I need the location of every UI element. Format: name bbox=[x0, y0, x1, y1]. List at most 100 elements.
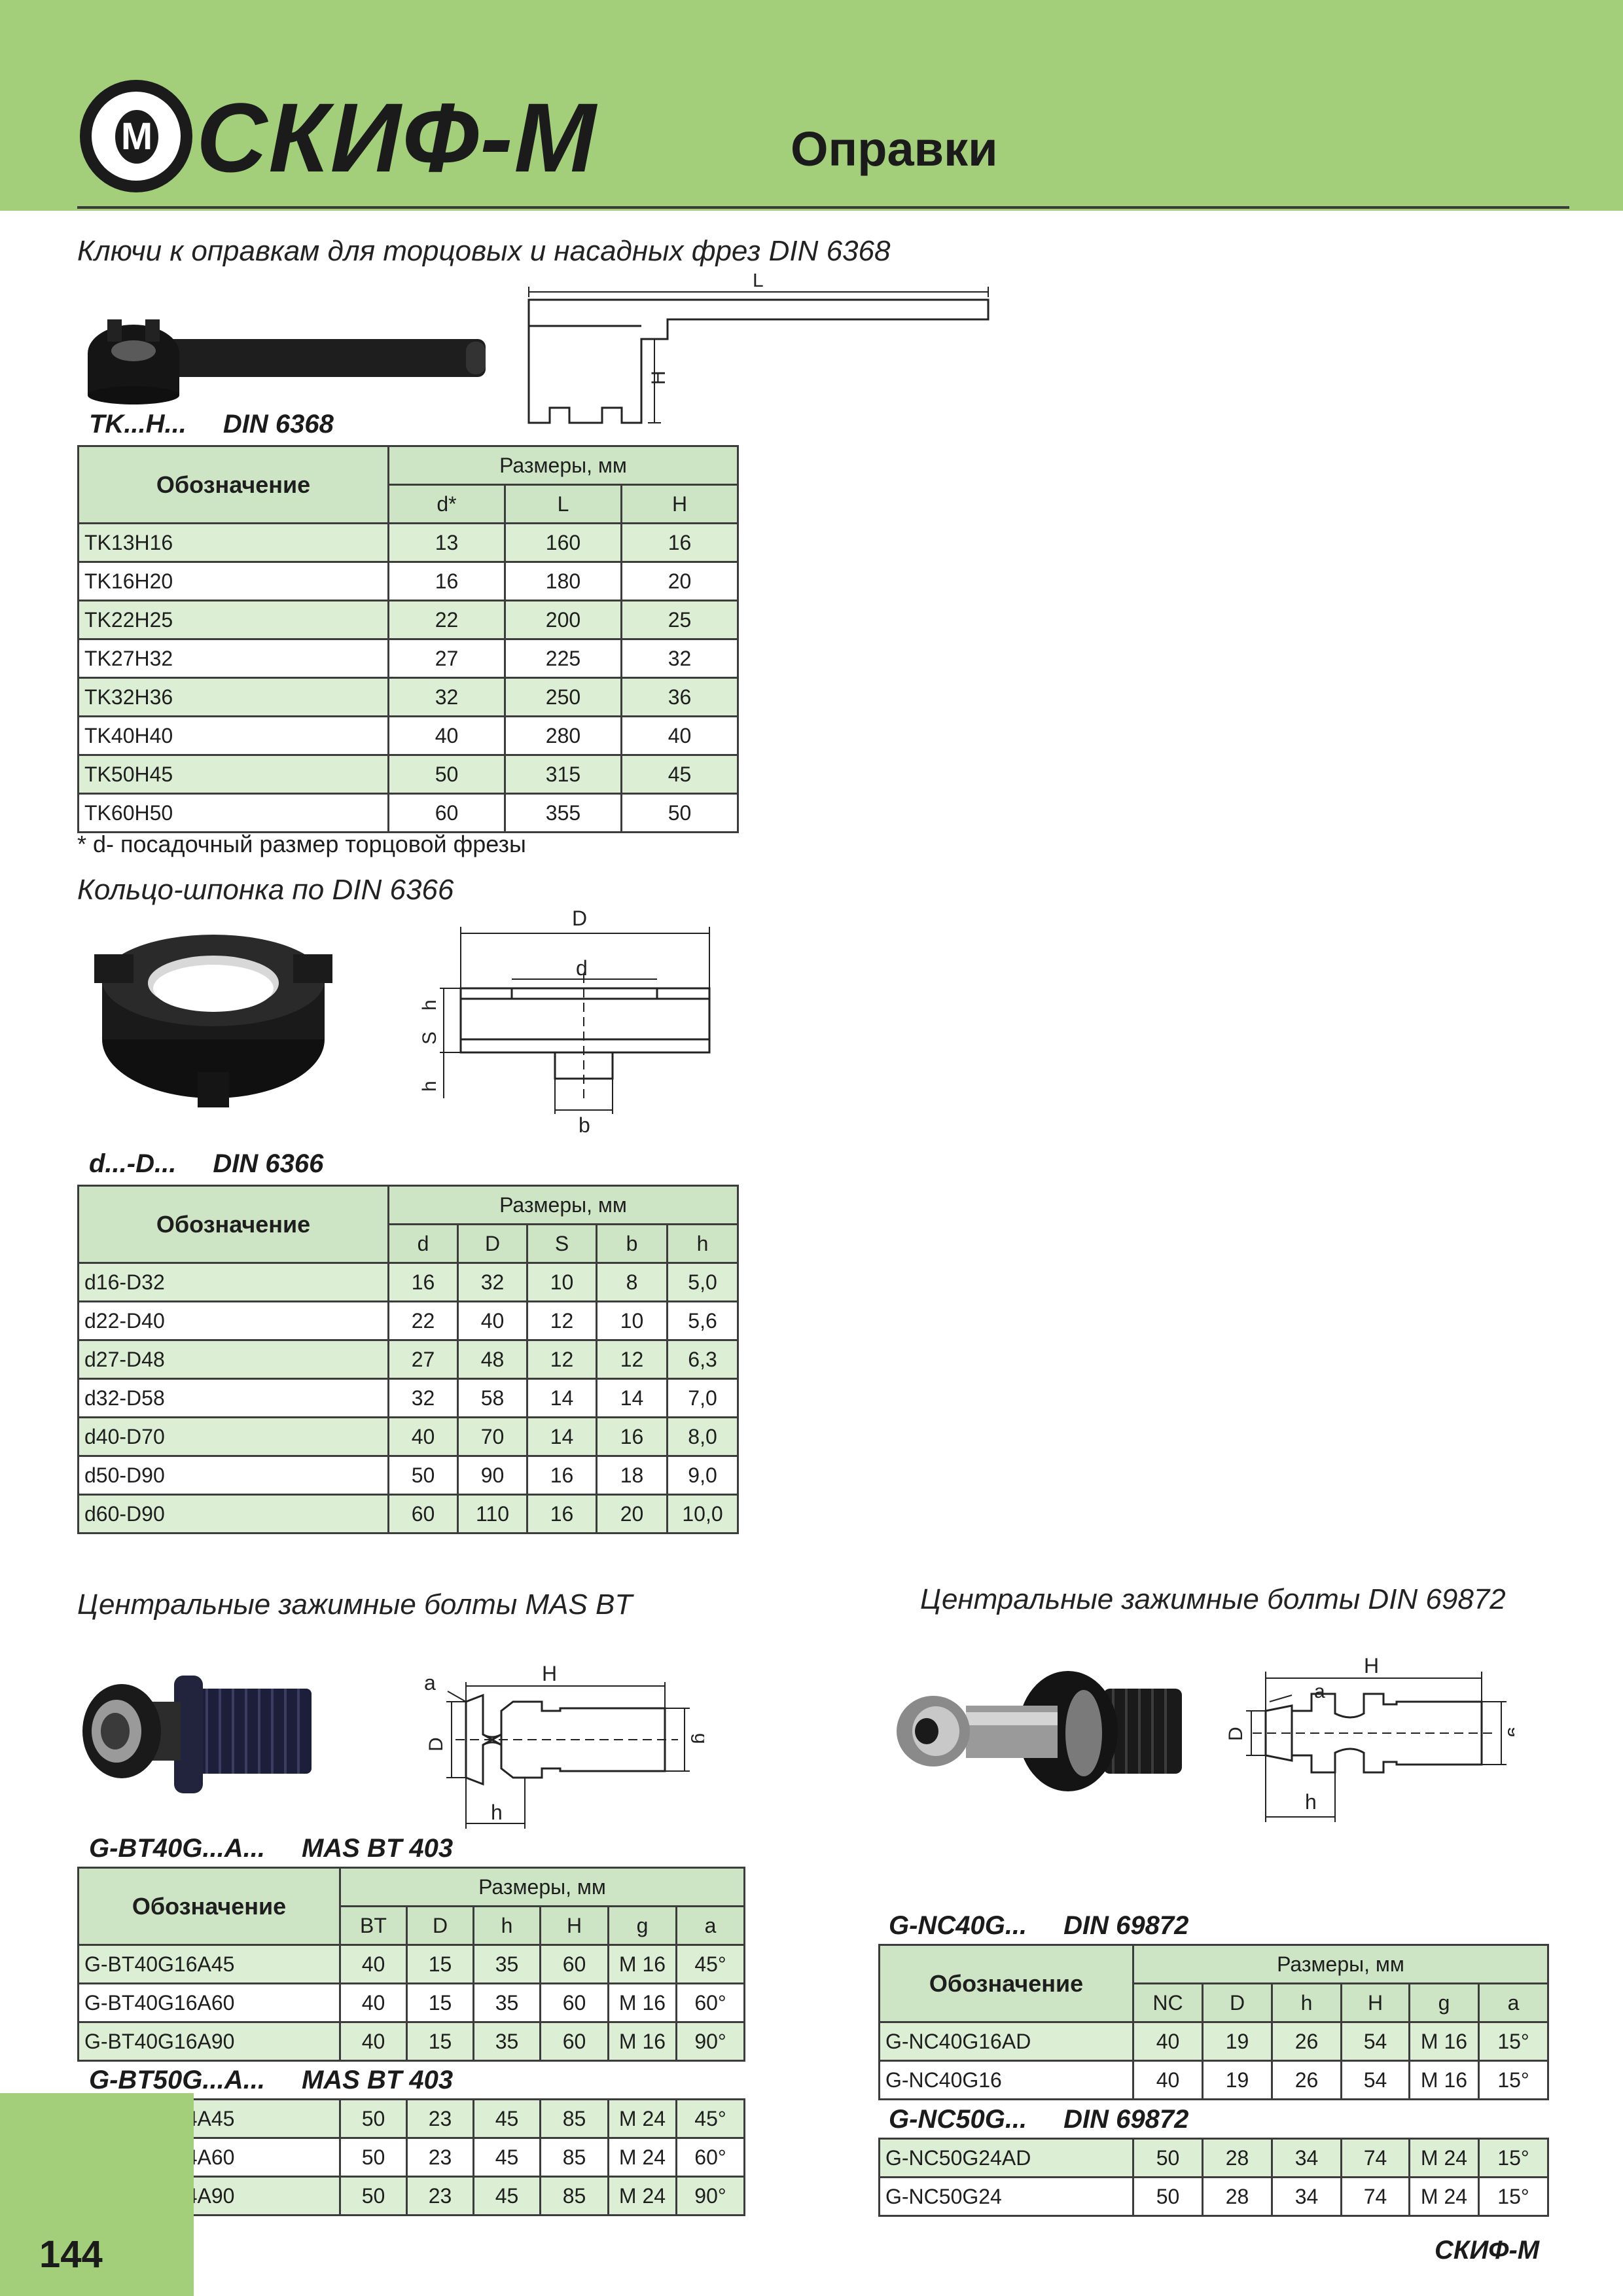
section1-caption: TK...H... DIN 6368 bbox=[89, 408, 334, 440]
page-heading: Оправки bbox=[791, 122, 998, 176]
pull-stud-din-photo bbox=[897, 1671, 1182, 1791]
col-header: h bbox=[666, 1223, 740, 1264]
table-cell: 355 bbox=[504, 793, 622, 833]
col-header-dimensions: Размеры, мм bbox=[338, 1867, 746, 1907]
table-cell: TK50H45 bbox=[77, 754, 389, 795]
col-header-designation: Обозначение bbox=[77, 445, 389, 524]
table-cell: 45° bbox=[675, 1944, 746, 1984]
col-header: H bbox=[539, 1905, 609, 1946]
section1-caption-std: DIN 6368 bbox=[223, 410, 334, 439]
table-cell: 14 bbox=[526, 1378, 597, 1418]
table-cell: TK32H36 bbox=[77, 677, 389, 717]
table-cell: 32 bbox=[387, 1378, 459, 1418]
table-cell: 50 bbox=[387, 1455, 459, 1496]
dim-S-label: S bbox=[419, 1031, 440, 1045]
col-header: D bbox=[457, 1223, 528, 1264]
table-cell: 200 bbox=[504, 600, 622, 640]
table-cell: 23 bbox=[406, 2176, 474, 2216]
col-header-designation: Обозначение bbox=[77, 1867, 341, 1946]
table-cell: 74 bbox=[1340, 2176, 1410, 2217]
table-cell: M 16 bbox=[607, 1944, 677, 1984]
table-cell: 5,0 bbox=[666, 1262, 740, 1302]
table-cell: 35 bbox=[473, 2021, 541, 2062]
col-header: H bbox=[1340, 1982, 1410, 2023]
table-cell: 32 bbox=[620, 638, 740, 679]
table-cell: 19 bbox=[1202, 2060, 1273, 2100]
table-cell: 16 bbox=[620, 522, 740, 563]
table-cell: 9,0 bbox=[666, 1455, 740, 1496]
dim-h-top-label: h bbox=[419, 999, 440, 1011]
section4-caption2-std: DIN 69872 bbox=[1063, 2105, 1189, 2134]
table-cell: 50 bbox=[1132, 2138, 1204, 2178]
col-header-designation: Обозначение bbox=[77, 1185, 389, 1264]
table-cell: TK16H20 bbox=[77, 561, 389, 601]
table-cell: 10 bbox=[526, 1262, 597, 1302]
table-cell: 23 bbox=[406, 2137, 474, 2178]
dim-h-bottom-label: h bbox=[419, 1081, 440, 1092]
table-cell: 40 bbox=[339, 1982, 408, 2023]
table-cell: 54 bbox=[1340, 2060, 1410, 2100]
dim-a-label: a bbox=[424, 1671, 436, 1695]
table-cell: M 16 bbox=[1408, 2021, 1480, 2062]
table-cell: 40 bbox=[387, 1416, 459, 1457]
col-header: d bbox=[387, 1223, 459, 1264]
section3-caption1-std: MAS BT 403 bbox=[301, 1834, 454, 1863]
table-cell: 15 bbox=[406, 1982, 474, 2023]
table-cell: d50-D90 bbox=[77, 1455, 389, 1496]
col-header-designation: Обозначение bbox=[878, 1944, 1134, 2023]
section3-caption1: G-BT40G...A...MAS BT 403 bbox=[89, 1833, 453, 1864]
table-cell: M 24 bbox=[607, 2176, 677, 2216]
col-header: NC bbox=[1132, 1982, 1204, 2023]
table-cell: 13 bbox=[387, 522, 506, 563]
table-cell: d22-D40 bbox=[77, 1300, 389, 1341]
table-cell: 85 bbox=[539, 2176, 609, 2216]
table-cell: TK22H25 bbox=[77, 600, 389, 640]
table-pull-studs-nc40: Обозначение Размеры, мм NC D h H g a G-N… bbox=[878, 1944, 1550, 2100]
table-cell: 32 bbox=[387, 677, 506, 717]
table-cell: G-NC40G16AD bbox=[878, 2021, 1134, 2062]
table-cell: 15° bbox=[1478, 2138, 1549, 2178]
section4-caption2-code: G-NC50G... bbox=[889, 2105, 1027, 2134]
table-cell: 18 bbox=[596, 1455, 668, 1496]
pull-stud-bt-photo bbox=[82, 1676, 312, 1793]
table-cell: 8,0 bbox=[666, 1416, 740, 1457]
table-cell: 19 bbox=[1202, 2021, 1273, 2062]
table-cell: 45 bbox=[473, 2098, 541, 2139]
wrench-drawing: L H bbox=[527, 274, 990, 424]
col-header: h bbox=[473, 1905, 541, 1946]
table-cell: 45° bbox=[675, 2098, 745, 2139]
table-cell: 74 bbox=[1340, 2138, 1410, 2178]
footer-band bbox=[0, 2093, 194, 2296]
section4-caption1-std: DIN 69872 bbox=[1063, 1911, 1189, 1940]
table-cell: 60 bbox=[539, 2021, 609, 2062]
dim-D-label: D bbox=[572, 906, 587, 930]
table-pull-studs-bt40: Обозначение Размеры, мм BT D h H g a G-B… bbox=[77, 1867, 746, 2062]
table-cell: 6,3 bbox=[666, 1339, 740, 1380]
table-cell: 10 bbox=[596, 1300, 668, 1341]
section1-footnote: * d- посадочный размер торцовой фрезы bbox=[77, 831, 526, 857]
section1-caption-code: TK...H... bbox=[89, 410, 187, 439]
section3-caption2: G-BT50G...A...MAS BT 403 bbox=[89, 2064, 453, 2096]
table-cell: 58 bbox=[457, 1378, 528, 1418]
col-header-dimensions: Размеры, мм bbox=[387, 445, 740, 486]
table-cell: 28 bbox=[1202, 2138, 1273, 2178]
table-cell: G-BT40G16A45 bbox=[77, 1944, 341, 1984]
section4-caption1: G-NC40G...DIN 69872 bbox=[889, 1910, 1188, 1941]
table-cell: 15 bbox=[406, 2021, 474, 2062]
col-header: a bbox=[1477, 1982, 1550, 2023]
table-cell: 5,6 bbox=[666, 1300, 740, 1341]
table-cell: G-BT40G16A60 bbox=[77, 1982, 341, 2023]
table-cell: 14 bbox=[526, 1416, 597, 1457]
table-cell: 20 bbox=[596, 1494, 668, 1534]
table-cell: 60 bbox=[387, 793, 506, 833]
